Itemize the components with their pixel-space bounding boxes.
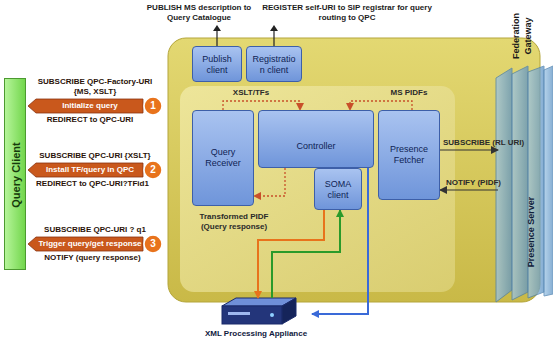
box-label: Presence Fetcher (379, 144, 439, 166)
edge-label: MS PIDFs (384, 88, 434, 98)
message-label: SUBSCRIBE QPC-URI {XSLT} (30, 151, 160, 161)
action-note: PUBLISH MS description to Query Catalogu… (140, 3, 258, 23)
step-banner-text: Initialize query (38, 100, 142, 112)
connector (223, 101, 300, 110)
process-box: Publish client (192, 46, 242, 82)
qpc-housing (168, 38, 540, 302)
process-box: Presence Fetcher (378, 110, 440, 200)
connector (312, 168, 368, 314)
connector (440, 189, 498, 190)
box-label: Controller (259, 141, 373, 152)
box-label: Query Receiver (193, 147, 253, 169)
gateway-panels (496, 66, 553, 302)
step-banner-text: Trigger query/get response (38, 238, 142, 250)
rotated-label: Federation Gateway (510, 6, 534, 66)
box-label: Registration client (247, 54, 301, 76)
message-label: SUBSCRIBE QPC-Factory-URI {MS, XSLT} (30, 77, 160, 97)
client-bar: Query Client (4, 78, 26, 270)
connector (272, 210, 340, 298)
process-box: Controller (258, 110, 374, 168)
edge-label: Transformed PIDF (Query response) (192, 212, 276, 232)
message-label: SUBSCRIBE QPC-URI ? q1 (30, 225, 160, 235)
callout-number: 2 (144, 161, 162, 179)
callout-circles (144, 97, 162, 253)
step-banner-text: Install TF/query in QPC (38, 164, 142, 176)
appliance: XML Processing Appliance (200, 298, 312, 346)
gateway-stack: Federation GatewayPresence Server (498, 4, 552, 304)
callout-number: 1 (144, 97, 162, 115)
edge-label: XSLT/TFs (226, 88, 276, 98)
message-label: REDIRECT to QPC-URI (30, 115, 150, 125)
connector (440, 149, 498, 150)
rotated-label: Query Client (10, 115, 22, 235)
message-label: REDIRECT to QPC-URI?TFid1 (30, 179, 155, 189)
qpc-inner-panel (180, 86, 455, 292)
connector (258, 210, 324, 298)
process-box: Registration client (246, 46, 302, 82)
connector (350, 101, 412, 110)
top-arrows (213, 25, 278, 46)
process-box: SOMA client (314, 168, 362, 210)
edge-label: NOTIFY (PIDF) (446, 178, 516, 188)
message-label: NOTIFY (query response) (30, 253, 155, 263)
action-note: REGISTER self-URI to SIP registrar for q… (262, 3, 432, 23)
process-box: Query Receiver (192, 110, 254, 206)
rotated-label: Presence Server (525, 187, 537, 277)
edge-label: SUBSCRIBE (RL URI) (443, 138, 533, 148)
box-label: XML Processing Appliance (200, 328, 312, 339)
callout-number: 3 (144, 235, 162, 253)
connector (254, 168, 285, 196)
xml-appliance-icon (222, 298, 296, 324)
box-label: SOMA client (315, 179, 361, 201)
box-label: Publish client (193, 54, 241, 76)
